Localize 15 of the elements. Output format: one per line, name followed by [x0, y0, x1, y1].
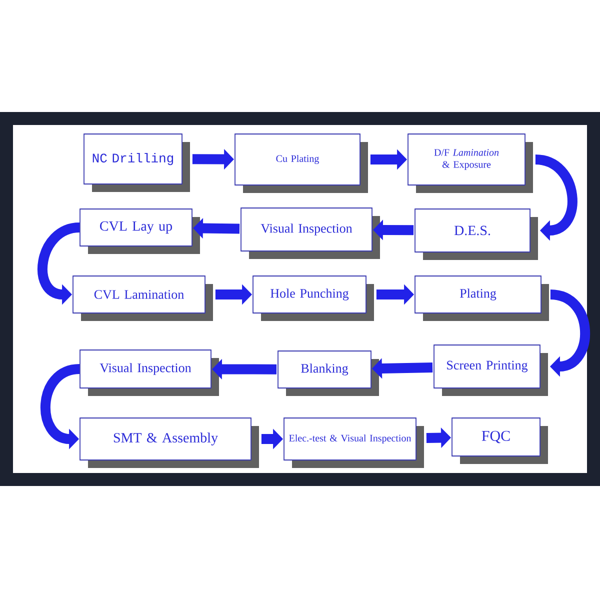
process-box: Visual Inspection: [240, 208, 380, 259]
process-box: SMT & Assembly: [80, 418, 259, 468]
process-box: NC Drilling: [84, 134, 190, 192]
process-box: Hole Punching: [252, 276, 374, 321]
process-box: Cu Plating: [234, 134, 368, 193]
process-box: CVL Lamination: [72, 276, 213, 321]
process-box: D/F Lamination & Exposure: [408, 134, 533, 193]
process-box: D.E.S.: [414, 208, 538, 260]
process-box: Screen Printing: [434, 344, 548, 396]
process-box: FQC: [452, 418, 548, 464]
process-box: Blanking: [278, 350, 379, 396]
process-box: Plating: [414, 276, 549, 321]
process-box: Elec.-test & Visual Inspection: [284, 418, 424, 468]
process-box: Visual Inspection: [80, 350, 219, 396]
process-box: CVL Lay up: [80, 208, 200, 254]
